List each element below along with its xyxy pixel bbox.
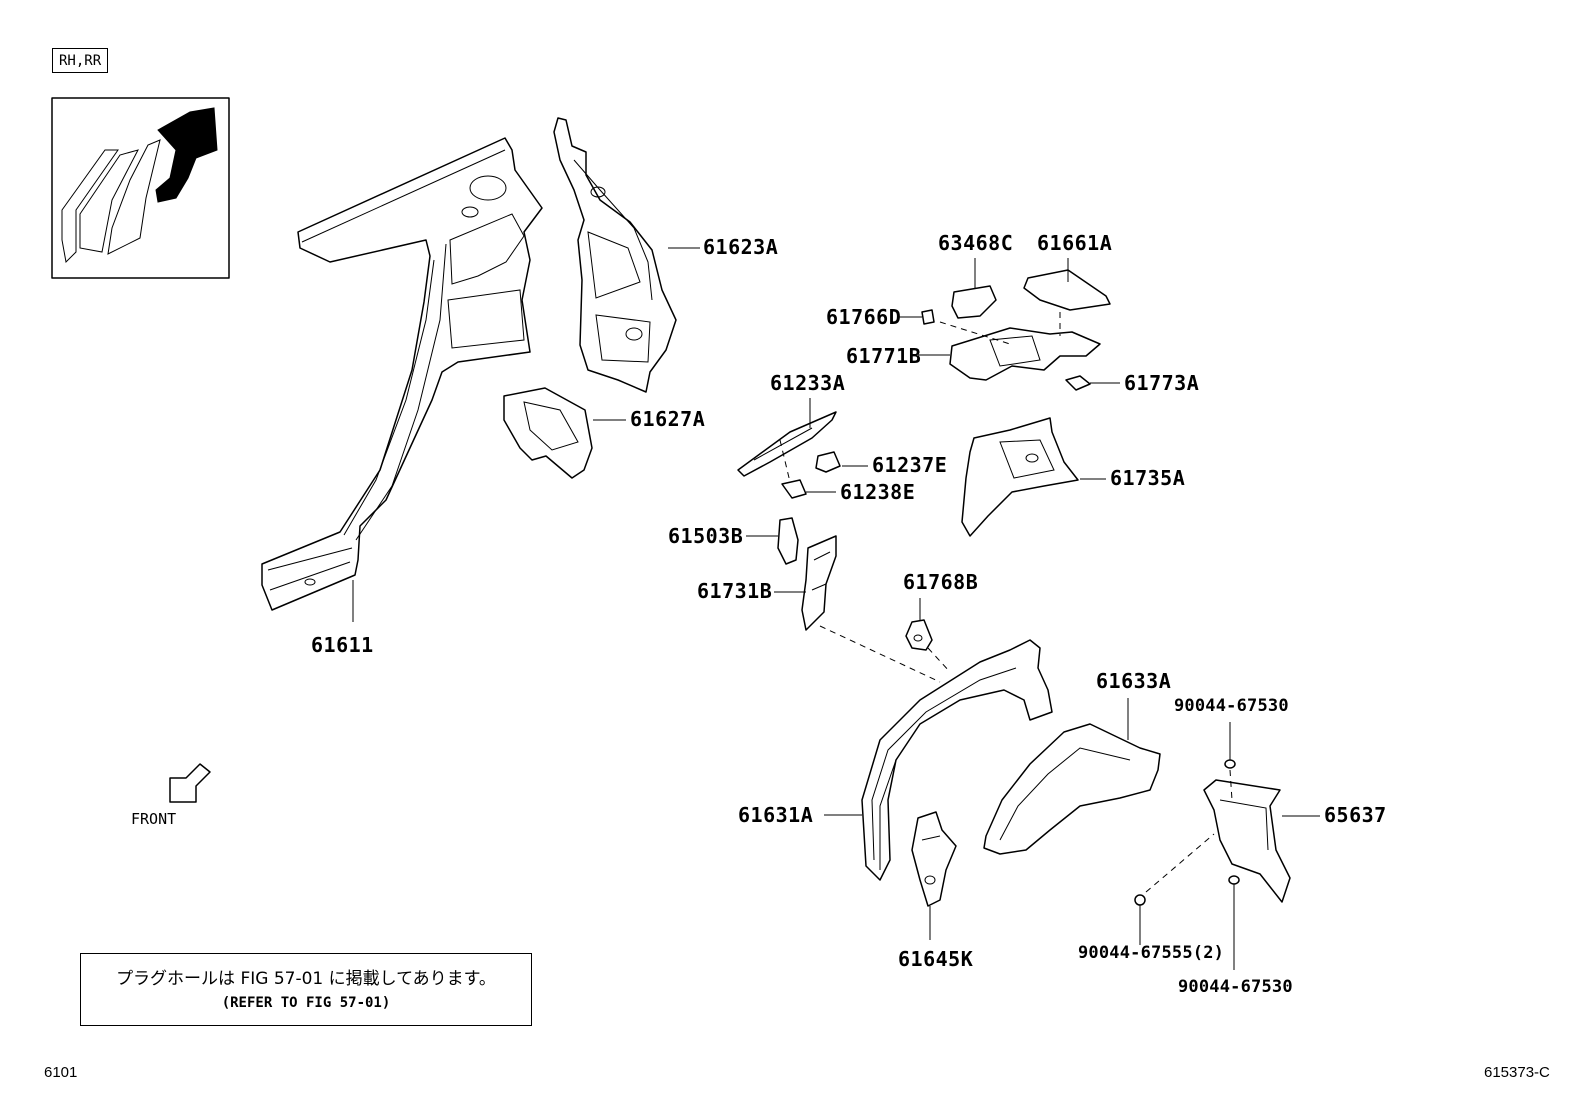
locator-inset [51,97,230,279]
part-label-61631A[interactable]: 61631A [738,803,814,827]
part-label-61237E[interactable]: 61237E [872,453,948,477]
part-label-61766D[interactable]: 61766D [826,305,902,329]
part-label-61627A[interactable]: 61627A [630,407,706,431]
footer-left-code: 6101 [44,1064,78,1081]
part-label-61768B[interactable]: 61768B [903,570,979,594]
part-label-61623A[interactable]: 61623A [703,235,779,259]
part-label-63468C[interactable]: 63468C [938,231,1014,255]
part-label-65637[interactable]: 65637 [1324,803,1387,827]
view-tag: RH,RR [52,48,109,73]
part-label-61735A[interactable]: 61735A [1110,466,1186,490]
pillar-61623A [553,117,700,393]
part-label-61661A[interactable]: 61661A [1037,231,1113,255]
part-label-61633A[interactable]: 61633A [1096,669,1172,693]
reference-note-english: (REFER TO FIG 57-01) [221,995,391,1011]
bracket-61645K [911,811,957,940]
part-label-61233A[interactable]: 61233A [770,371,846,395]
upper-bracket-cluster [898,258,1120,391]
wheelhouse-61631A [824,639,1053,881]
reference-note-japanese: プラグホールは FIG 57-01 に掲載してあります。 [116,969,496,989]
part-label-61611[interactable]: 61611 [311,633,374,657]
part-label-90044-67530-top[interactable]: 90044-67530 [1174,696,1289,716]
part-label-61773A[interactable]: 61773A [1124,371,1200,395]
part-label-61771B[interactable]: 61771B [846,344,922,368]
part-label-61238E[interactable]: 61238E [840,480,916,504]
clip-61768B [905,598,951,673]
footer-right-code: 615373-C [1484,1064,1550,1081]
part-label-90044-67530-bottom[interactable]: 90044-67530 [1178,977,1293,997]
brace-61503B-61731B [746,517,941,683]
front-label: FRONT [131,810,177,828]
reference-note: プラグホールは FIG 57-01 に掲載してあります。 (REFER TO F… [80,953,532,1026]
panel-61735A [961,417,1106,537]
bracket-61627A [503,387,626,479]
part-label-90044-67555[interactable]: 90044-67555(2) [1078,943,1225,963]
rail-61233A-cluster [737,398,868,499]
part-label-61645K[interactable]: 61645K [898,947,974,971]
liner-61633A [983,698,1161,855]
shield-65637-cluster [1134,722,1320,970]
part-label-61503B[interactable]: 61503B [668,524,744,548]
quarter-panel-61611 [261,137,543,622]
part-label-61731B[interactable]: 61731B [697,579,773,603]
front-arrow-icon [169,763,211,803]
